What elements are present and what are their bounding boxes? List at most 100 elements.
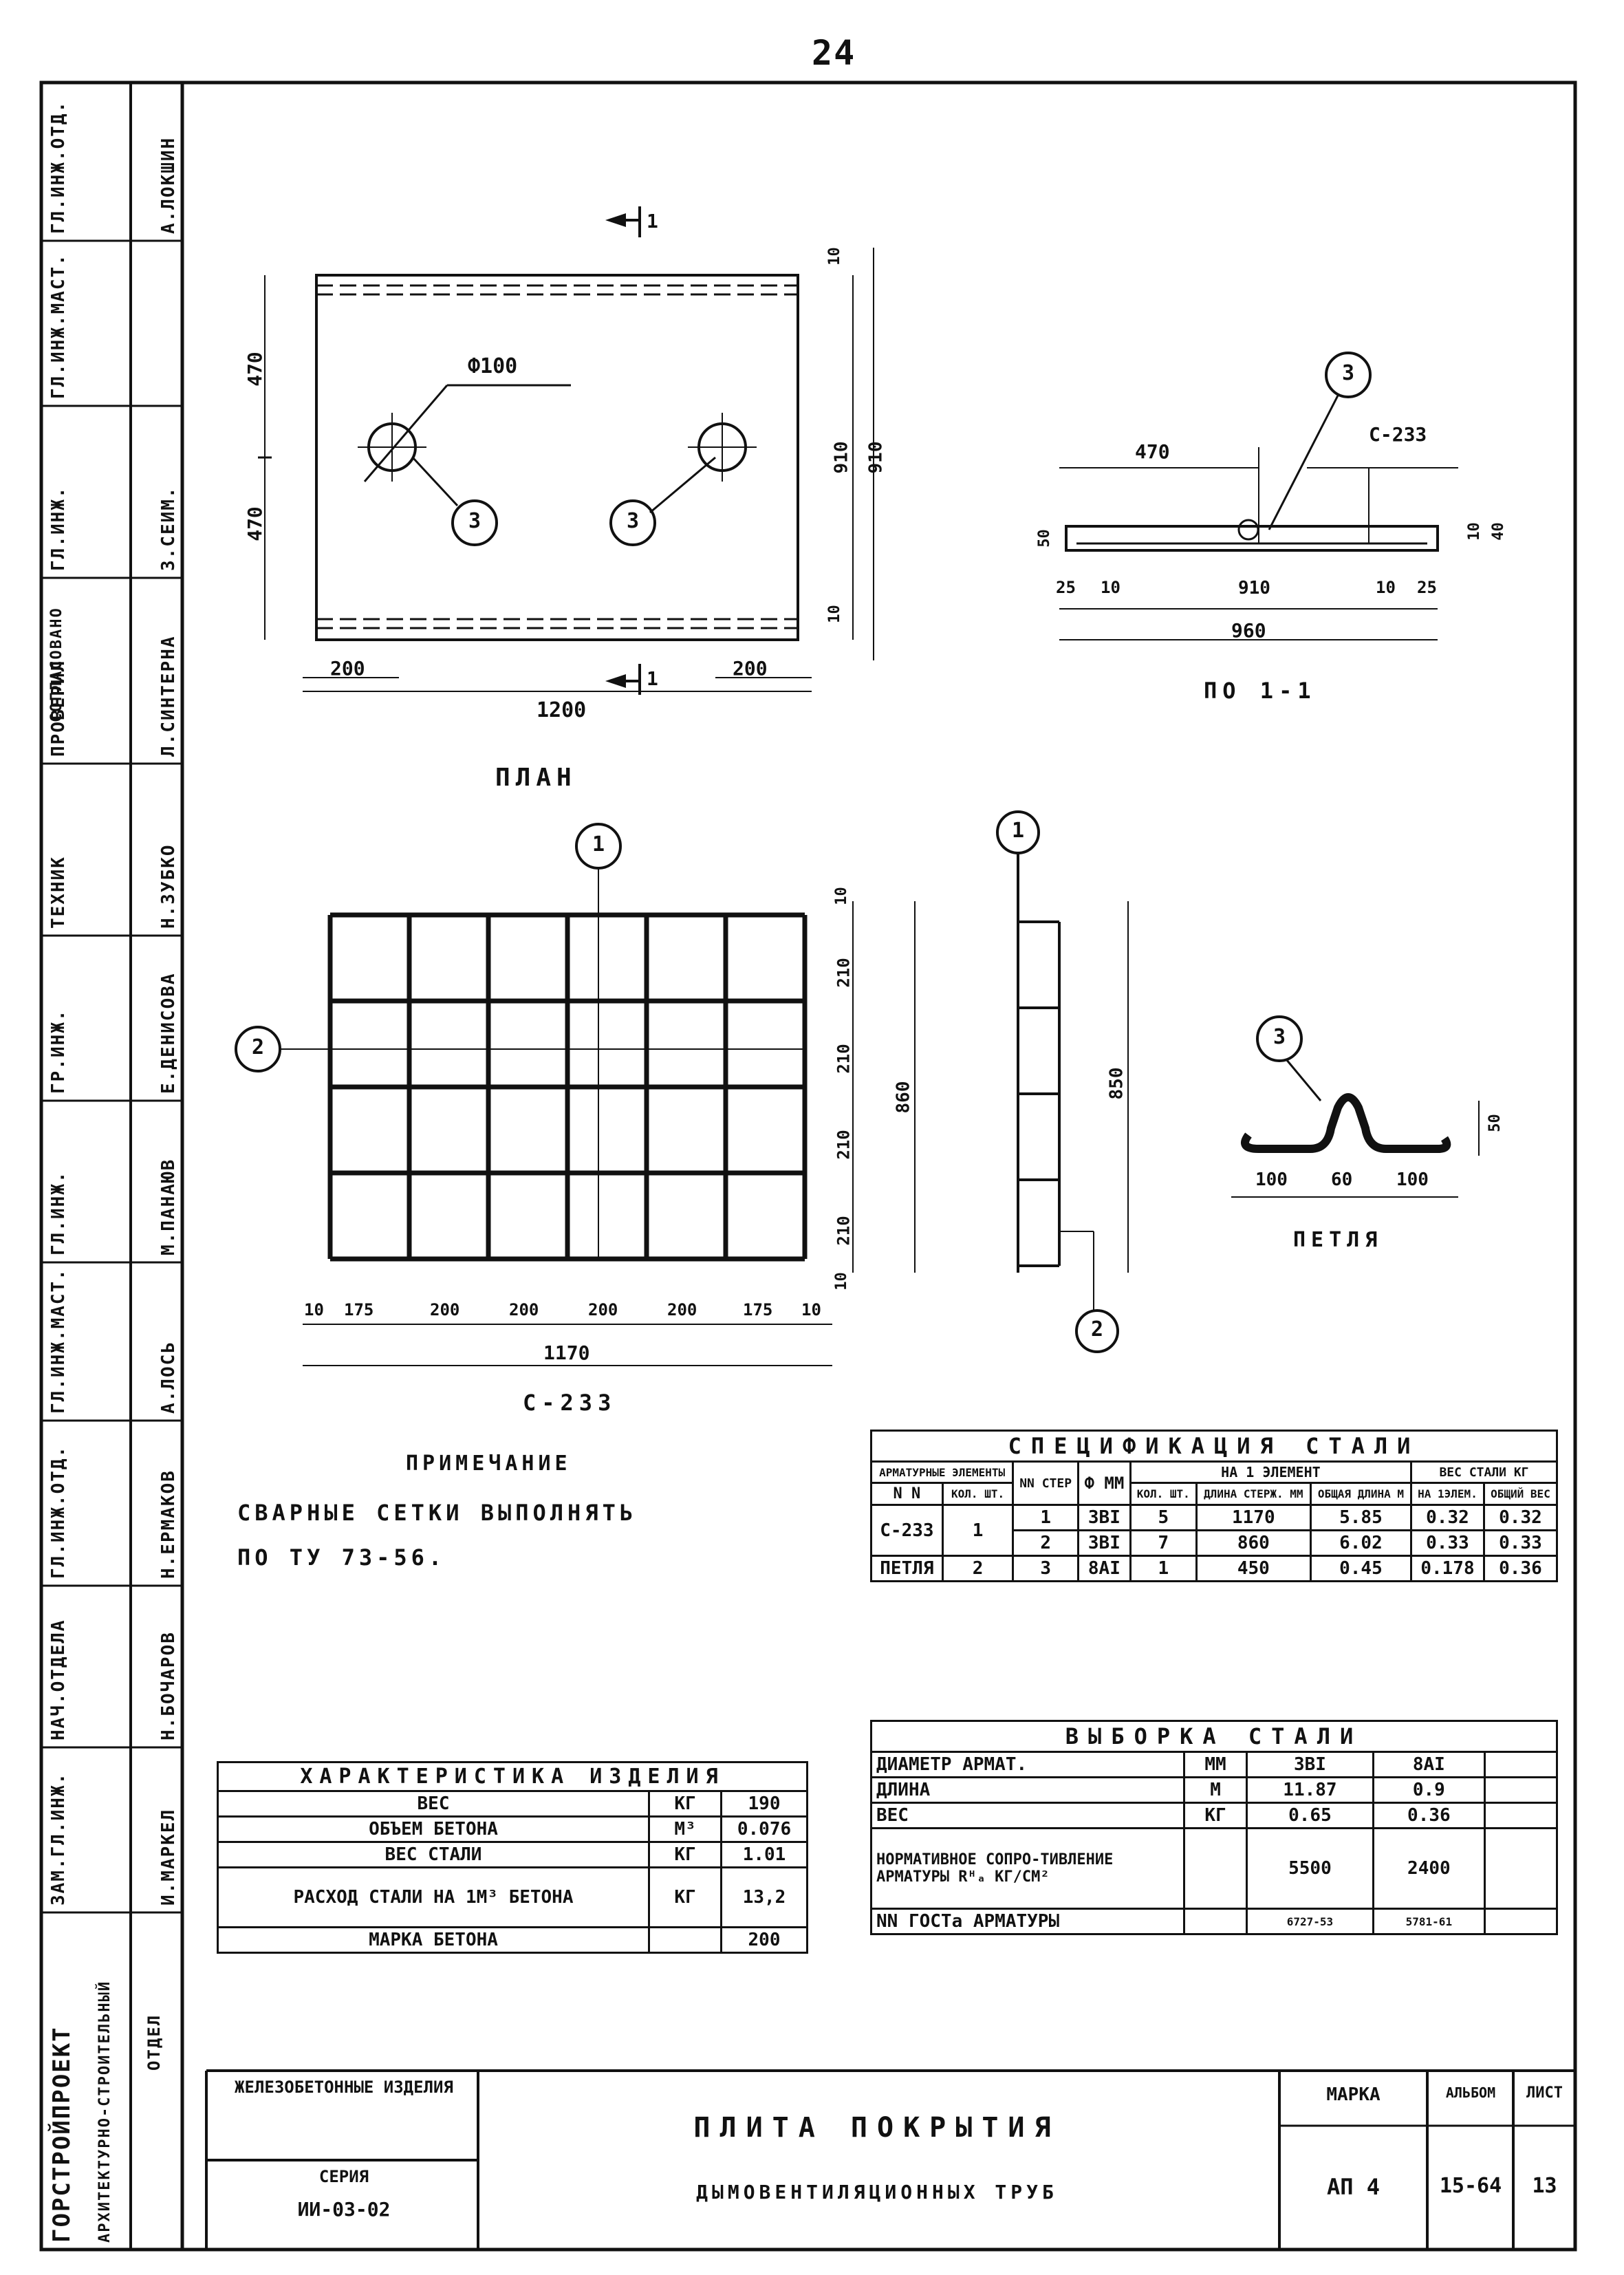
mesh-dim-total-right: 860 — [893, 1081, 914, 1114]
section-dim-b5: 25 — [1417, 578, 1437, 597]
spec-h-per: НА 1 ЭЛЕМЕНТ — [1129, 1460, 1413, 1484]
spec-row1-el: С-233 — [870, 1504, 944, 1557]
spec-row1-len: 1170 — [1195, 1504, 1312, 1531]
spec-row1-tl: 5.85 — [1309, 1504, 1413, 1531]
spec-row2-w1: 0.33 — [1410, 1529, 1485, 1557]
stamp-title-8: ГЛ.ИНЖ.МАСТ. — [48, 1268, 69, 1414]
mesh-dim-b0: 10 — [304, 1300, 324, 1319]
spec-row1-k: 5 — [1129, 1504, 1198, 1531]
mesh-dim-r1: 210 — [834, 958, 854, 988]
spec-row3-q: 2 — [941, 1555, 1015, 1582]
spec-row3-k: 1 — [1129, 1555, 1198, 1582]
spec-h-nn: NN СТЕР — [1012, 1460, 1079, 1506]
plan-hole-label: Ф100 — [468, 354, 518, 378]
spec-row2-w2: 0.33 — [1482, 1529, 1559, 1557]
stamp-name-6: Е.ДЕНИСОВА — [158, 972, 179, 1094]
spec-row1-nn: 1 — [1012, 1504, 1079, 1531]
sample-r1-b: 8АI — [1372, 1751, 1486, 1778]
tb-mark-h: МАРКА — [1326, 2084, 1381, 2105]
spec-row2-len: 860 — [1195, 1529, 1312, 1557]
spec-table: СПЕЦИФИКАЦИЯ СТАЛИ АРМАТУРНЫЕ ЭЛЕМЕНТЫ N… — [869, 1430, 1559, 1582]
tb-sheet: 13 — [1532, 2174, 1557, 2198]
loop-height: 50 — [1486, 1114, 1504, 1132]
plan-dim-total: 1200 — [537, 698, 587, 722]
sample-r4-label: НОРМАТИВНОЕ СОПРО-ТИВЛЕНИЕ АРМАТУРЫ Rᴴₐ … — [870, 1827, 1185, 1910]
tb-sheet-h: ЛИСТ — [1526, 2084, 1563, 2102]
callout-3-a — [451, 499, 498, 546]
mesh-dim-b2: 200 — [430, 1300, 460, 1319]
char-r1-value: 190 — [720, 1790, 808, 1818]
stamp-org: ГОРСТРОЙПРОЕКТ — [48, 2026, 76, 2243]
section-dim-b3: 910 — [1238, 578, 1270, 599]
mesh-dim-total: 1170 — [543, 1341, 590, 1364]
mesh-caption: С-233 — [523, 1390, 617, 1416]
mesh-c233 — [235, 823, 916, 1366]
table-row: ПЕТЛЯ 2 3 8АI 1 450 0.45 0.178 0.36 — [870, 1555, 1559, 1582]
spec-row3-d: 8АI — [1076, 1555, 1132, 1582]
stamp-title-5: ТЕХНИК — [48, 856, 69, 929]
sample-r2-b: 0.9 — [1372, 1776, 1486, 1804]
stamp-dept: ОТДЕЛ — [144, 2014, 164, 2071]
loop-callout-num: 3 — [1273, 1025, 1286, 1049]
sample-r3-a: 0.65 — [1246, 1802, 1374, 1829]
stamp-title-11: ЗАМ.ГЛ.ИНЖ. — [48, 1771, 69, 1906]
stamp-name-3: З.СЕИМ. — [158, 486, 179, 571]
plan-view — [258, 206, 874, 695]
sample-r1-label: ДИАМЕТР АРМАТ. — [870, 1751, 1185, 1778]
mesh-callout-top-num: 1 — [592, 832, 605, 856]
section-dim-b2: 10 — [1101, 578, 1120, 597]
spec-h-elements: АРМАТУРНЫЕ ЭЛЕМЕНТЫ — [869, 1460, 1015, 1484]
char-r2-unit: М³ — [648, 1815, 722, 1843]
stamp-title-2: ГЛ.ИНЖ.МАСТ. — [48, 253, 69, 399]
char-r5-unit — [648, 1926, 722, 1954]
section-dim-right-h1: 10 — [1465, 522, 1483, 541]
spec-row2-tl: 6.02 — [1309, 1529, 1413, 1557]
section-dim-b4: 10 — [1376, 578, 1396, 597]
sample-r1-unit: ММ — [1182, 1751, 1248, 1778]
spec-row3-w1: 0.178 — [1410, 1555, 1485, 1582]
section-dim-b1: 25 — [1056, 578, 1076, 597]
mesh-dim-r5: 10 — [832, 1272, 850, 1291]
section-dim-top: 470 — [1135, 440, 1170, 463]
sample-r2-unit: М — [1182, 1776, 1248, 1804]
tb-mark: АП 4 — [1326, 2174, 1381, 2200]
spec-h-qty: КОЛ. ШТ. — [941, 1482, 1015, 1506]
section-outline — [1065, 525, 1439, 552]
loop-dim-3: 100 — [1396, 1169, 1429, 1190]
sample-r3-b: 0.36 — [1372, 1802, 1486, 1829]
char-r5-label: МАРКА БЕТОНА — [217, 1926, 650, 1954]
mesh-side-view — [996, 810, 1129, 1353]
note-line-2: ПО ТУ 73-56. — [237, 1544, 446, 1571]
spec-row3-el: ПЕТЛЯ — [870, 1555, 944, 1582]
plan-section-mark-bottom: 1 — [647, 667, 658, 690]
table-row: ВЕС КГ 0.65 0.36 — [870, 1802, 1558, 1829]
stamp-agreed: СОГЛАСОВАНО — [48, 607, 65, 722]
table-row: NN ГОСТа АРМАТУРЫ 6727-53 5781-61 — [870, 1908, 1558, 1935]
tb-series: ИИ-03-02 — [297, 2198, 391, 2221]
plan-callout-a-num: 3 — [468, 509, 481, 533]
table-row: РАСХОД СТАЛИ НА 1М³ БЕТОНА КГ 13,2 — [217, 1866, 808, 1928]
spec-h-qty2: КОЛ. ШТ. — [1129, 1482, 1198, 1506]
mesh-dim-b6: 175 — [743, 1300, 773, 1319]
spec-row3-tl: 0.45 — [1309, 1555, 1413, 1582]
stamp-name-9: Н.ЕРМАКОВ — [158, 1469, 179, 1579]
char-r5-value: 200 — [720, 1926, 808, 1954]
stamp-title-1: ГЛ.ИНЖ.ОТД. — [48, 100, 69, 234]
sample-r4-b: 2400 — [1372, 1827, 1486, 1910]
stamp-title-9: ГЛ.ИНЖ.ОТД. — [48, 1445, 69, 1579]
stamp-title-10: НАЧ.ОТДЕЛА — [48, 1619, 69, 1740]
plan-dim-left-bottom: 470 — [243, 506, 266, 541]
side-callout-bottom-num: 2 — [1091, 1317, 1104, 1341]
stamp-title-6: ГР.ИНЖ. — [48, 1009, 69, 1094]
table-row: ОБЪЕМ БЕТОНА М³ 0.076 — [217, 1815, 808, 1843]
spec-row1-q: 1 — [941, 1504, 1015, 1557]
section-dim-right-h2: 40 — [1489, 522, 1507, 541]
mesh-dim-b5: 200 — [667, 1300, 697, 1319]
sample-r5-unit — [1182, 1908, 1248, 1935]
stamp-title-7: ГЛ.ИНЖ. — [48, 1170, 69, 1255]
stamp-org-sub: АРХИТЕКТУРНО-СТРОИТЕЛЬНЫЙ — [96, 1980, 113, 2243]
char-r1-unit: КГ — [648, 1790, 722, 1818]
table-row: ВЕС КГ 190 — [217, 1790, 808, 1818]
sample-title: ВЫБОРКА СТАЛИ — [870, 1720, 1558, 1753]
